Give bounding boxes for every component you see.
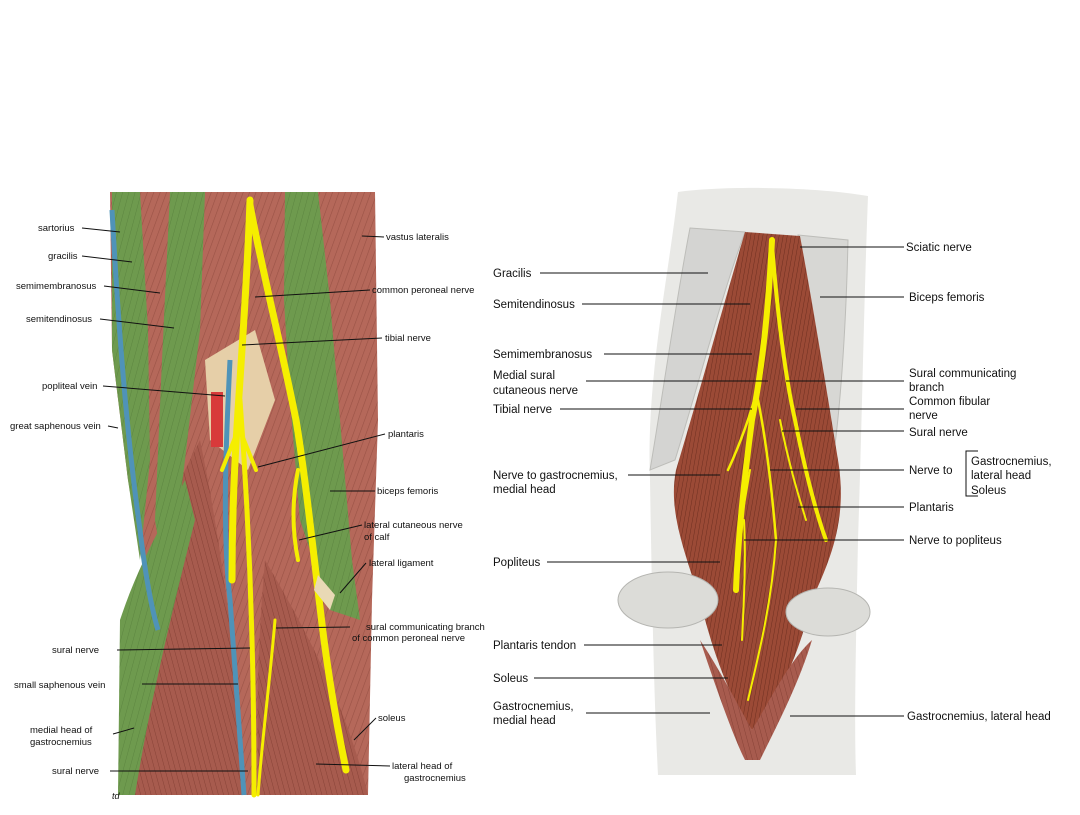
label-common-fibular-line1: Common fibular [909,396,990,408]
label-common-fibular-line2: nerve [909,410,938,422]
label-popliteus: Popliteus [493,557,541,569]
label-tibial-nerve-left: tibial nerve [385,333,431,344]
label-gracilis-right: Gracilis [493,268,532,280]
label-sural-comm-line2: of common peroneal nerve [352,633,465,644]
lateral-ligament-shape [314,575,335,610]
label-plantaris-right: Plantaris [909,502,954,514]
label-sural-nerve-lower: sural nerve [52,766,99,777]
medial-gastrocnemius-shape [122,440,245,795]
label-plantaris-tendon: Plantaris tendon [493,640,576,652]
signature: td [112,791,121,801]
label-sural-nerve-upper: sural nerve [52,645,99,656]
right-leader-lines [534,246,978,717]
label-nerve-to-popliteus: Nerve to popliteus [909,535,1002,547]
label-sciatic-nerve: Sciatic nerve [906,242,972,254]
popliteal-artery [211,392,223,447]
left-leader-lines [81,227,391,772]
label-gracilis: gracilis [48,251,78,262]
label-common-peroneal-nerve: common peroneal nerve [372,285,474,296]
label-biceps-femoris-left: biceps femoris [377,486,438,497]
label-sural-nerve-right: Sural nerve [909,427,968,439]
label-soleus-bracket: Soleus [971,485,1006,497]
label-lateral-head-line1: lateral head of [392,761,453,772]
label-semitendinosus-right: Semitendinosus [493,299,575,311]
lower-gastrocnemius [700,640,812,760]
label-lateral-head-line2: gastrocnemius [404,773,466,784]
label-sural-comm-line1: sural communicating branch [366,622,485,633]
label-medial-sural-line2: cutaneous nerve [493,385,578,397]
label-medial-head-line2: gastrocnemius [30,737,92,748]
label-sural-comm-right-line1: Sural communicating [909,368,1016,380]
left-nerves [220,196,350,798]
lateral-femoral-condyle [785,587,871,637]
label-medial-head-line1: medial head of [30,725,93,736]
label-nerve-to: Nerve to [909,465,952,477]
left-illustration [109,192,378,798]
label-plantaris-left: plantaris [388,429,424,440]
label-small-saphenous-vein: small saphenous vein [14,680,105,691]
label-medial-sural-line1: Medial sural [493,370,555,382]
label-lateral-cutaneous-line2: of calf [364,532,390,543]
label-soleus-left: soleus [378,713,406,724]
label-sural-comm-right-line2: branch [909,382,944,394]
semitendinosus-shape [155,192,205,600]
small-saphenous-vein [222,359,247,796]
label-semitendinosus: semitendinosus [26,314,92,325]
label-gastro-lateral-head-line1: Gastrocnemius, [971,456,1052,468]
label-lateral-cutaneous-line1: lateral cutaneous nerve [364,520,463,531]
great-saphenous-vein [109,209,161,631]
label-gastro-lateral-head-line2: lateral head [971,470,1031,482]
label-nerve-gastro-medial-line1: Nerve to gastrocnemius, [493,470,618,482]
label-sartorius: sartorius [38,223,75,234]
sartorius-shape [112,192,150,560]
label-vastus-lateralis: vastus lateralis [386,232,449,243]
label-great-saphenous-vein: great saphenous vein [10,421,101,432]
label-lateral-ligament: lateral ligament [369,558,434,569]
medial-femoral-condyle [617,571,719,629]
label-tibial-nerve-right: Tibial nerve [493,404,552,416]
label-semimembranosus-right: Semimembranosus [493,349,592,361]
label-gastro-lateral: Gastrocnemius, lateral head [907,711,1051,723]
label-semimembranosus: semimembranosus [16,281,96,292]
right-illustration [617,187,871,775]
label-gastro-medial-line2: medial head [493,715,556,727]
biceps-femoris-shape [284,192,360,620]
label-biceps-femoris-right: Biceps femoris [909,292,985,304]
label-soleus-right: Soleus [493,673,528,685]
label-gastro-medial-line1: Gastrocnemius, [493,701,574,713]
label-popliteal-vein: popliteal vein [42,381,97,392]
gracilis-green-shape [118,480,195,795]
label-nerve-gastro-medial-line2: medial head [493,484,556,496]
